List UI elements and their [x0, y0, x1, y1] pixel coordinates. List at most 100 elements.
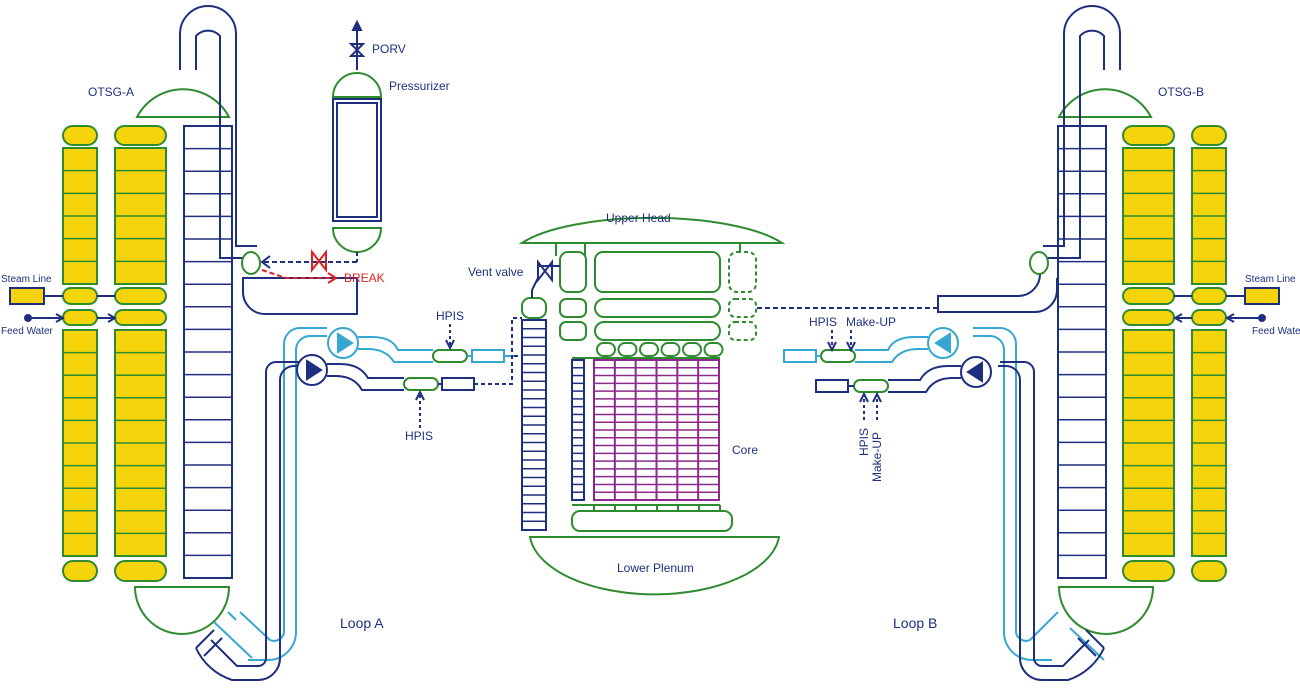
upper-plenum-lower-left: [559, 321, 587, 341]
vent-valve-label: Vent valve: [468, 265, 524, 279]
pressurizer-vessel: [332, 98, 382, 222]
break-valve-icon: [311, 249, 327, 273]
loop-a-cold-leg-cyan-inner: [239, 327, 327, 642]
loop-b-cold-leg-cyan-end: [783, 349, 817, 363]
loop-b-cold-leg-cyan-link: [1069, 627, 1105, 661]
steam-line-a-label: Steam Line: [1, 274, 52, 285]
loop-b-cold-leg-navy-discharge: [888, 365, 961, 393]
loop-a-cold-leg-navy-end: [441, 377, 475, 391]
loop-a-cold-leg-navy-discharge: [327, 363, 404, 391]
loop-a-hotleg-node: [241, 251, 261, 275]
otsg-a-secondary-steam-pill-0: [62, 287, 98, 305]
hot-leg-nozzle-node-right: [728, 298, 757, 318]
hpis-a-cold-label: HPIS: [436, 309, 464, 323]
core-outlet-node-2: [639, 342, 659, 357]
loop-a-cold-leg-cyan-discharge: [358, 336, 433, 363]
loop-a-hpis-arrowhead-cold: [445, 339, 455, 351]
otsg-a-secondary-steam-pill-1: [114, 287, 167, 305]
upper-plenum-lower-right: [728, 321, 757, 341]
break-line-lower: [261, 269, 334, 279]
pressurizer-bottom-dome: [331, 227, 383, 253]
loop-b-hpis-node-cyan: [820, 349, 856, 363]
loop-a-hotleg-inner: [195, 29, 257, 259]
downcomer-top-node: [521, 297, 547, 319]
upper-plenum-lower-main: [594, 321, 721, 341]
core-label: Core: [732, 443, 758, 457]
otsg-b-secondary-bottom-pill-1: [1122, 560, 1175, 582]
feed-water-b-label: Feed Water: [1252, 326, 1300, 337]
otsg-a-secondary-bottom-pill-0: [62, 560, 98, 582]
loop-b-hotleg-inner: [1043, 29, 1105, 259]
steam-line-b-label: Steam Line: [1245, 274, 1296, 285]
otsg-a-upper-head: [135, 88, 231, 118]
loop-a-cold-leg-nozzle: [195, 629, 223, 657]
otsg-b-secondary-top-pill-1: [1122, 125, 1175, 146]
otsg-a-feed-arrow: [107, 313, 118, 323]
otsg-a-secondary-feed-pill-0: [62, 309, 98, 326]
break-label: BREAK: [344, 271, 385, 285]
upper-plenum-node-main: [594, 251, 721, 293]
hot-leg-nozzle-node-left: [559, 298, 587, 318]
loop-a-cold-leg-cyan-dummy: [228, 330, 285, 638]
core-outlet-node-3: [660, 342, 681, 357]
loop-b-hpis-arrowhead-cold: [827, 341, 837, 353]
lower-plenum-node: [571, 510, 733, 532]
core-outlet-node-4: [682, 342, 702, 357]
loop-a-hpis-node-navy: [403, 377, 439, 391]
diagram-shapes: [9, 5, 1280, 681]
loop-a-label: Loop A: [340, 615, 384, 631]
otsg-a-secondary-top-pill-0: [62, 125, 98, 146]
loop-b-hotleg-bend: [937, 270, 1058, 313]
steam-line-b-box: [1244, 287, 1280, 305]
loop-a-cold-leg-cyan-end: [471, 349, 505, 363]
loop-b-pump-navy-icon: [966, 361, 983, 383]
porv-valve-icon: [348, 43, 366, 57]
upper-head-label: Upper Head: [606, 211, 671, 225]
core-outlet-node-5: [703, 342, 724, 357]
otsg-a-lower-head: [133, 586, 231, 635]
otsg-a-label: OTSG-A: [88, 85, 134, 99]
otsg-b-secondary-feed-pill-0: [1191, 309, 1227, 326]
upper-plenum-node-right: [728, 251, 757, 293]
porv-arrow: [351, 19, 363, 31]
feed-water-a-arrow: [55, 313, 66, 323]
loop-b-label: Loop B: [893, 615, 937, 631]
otsg-b-secondary-steam-pill-0: [1191, 287, 1227, 305]
makeup-b-hot-label: Make-UP: [870, 432, 884, 482]
core-outlet-node-0: [596, 342, 616, 357]
loop-a-cold-leg-to-downcomer: [474, 317, 522, 385]
loop-a-cold-leg-navy-inner: [210, 361, 300, 667]
otsg-a-secondary-bottom-pill-1: [114, 560, 167, 582]
hpis-b-hot-label: HPIS: [857, 428, 871, 456]
steam-line-a-box: [9, 287, 45, 305]
loop-a-pump-cyan-icon: [337, 332, 354, 354]
loop-b-hpis-arrowhead-hot: [859, 391, 869, 403]
feed-water-a-label: Feed Water: [1, 326, 54, 337]
upper-plenum-node-left: [559, 251, 587, 293]
loop-b-makeup-arrowhead-cold: [846, 341, 856, 353]
otsg-b-secondary-feed-pill-1: [1122, 309, 1175, 326]
loop-b-makeup-arrowhead-hot: [872, 391, 882, 403]
loop-a-hotleg-outer: [179, 5, 257, 247]
loop-a-hotleg-bend: [242, 277, 358, 315]
loop-a-hpis-arrowhead-hot: [415, 389, 425, 401]
vent-valve-icon: [537, 259, 553, 283]
break-arrow-icon: [327, 272, 338, 284]
lower-plenum-label: Lower Plenum: [617, 561, 694, 575]
upper-head-dome: [518, 216, 786, 244]
loop-b-hotleg-node: [1029, 251, 1049, 275]
pressurizer-inner: [336, 102, 378, 218]
hpis-b-cold-label: HPIS: [809, 315, 837, 329]
loop-b-cold-leg-nozzle: [1077, 629, 1105, 657]
otsg-a-secondary-top-pill-1: [114, 125, 167, 146]
diagram-labels: OTSG-A OTSG-B PORV Pressurizer Upper Hea…: [1, 42, 1300, 631]
loop-a-hpis-node-cyan: [432, 349, 468, 363]
loop-b-cold-leg-cyan-outer: [973, 335, 1052, 661]
pressurizer-top-dome: [331, 72, 383, 98]
core-outlet-node-1: [617, 342, 638, 357]
loop-b-cold-leg-navy-end: [815, 379, 849, 393]
loop-b-cold-leg-cyan-discharge: [855, 336, 928, 363]
break-line-arrow: [260, 255, 271, 269]
loop-a-cold-leg-cyan-outer: [227, 335, 327, 661]
loop-b-cold-leg-navy-outer: [998, 365, 1105, 681]
